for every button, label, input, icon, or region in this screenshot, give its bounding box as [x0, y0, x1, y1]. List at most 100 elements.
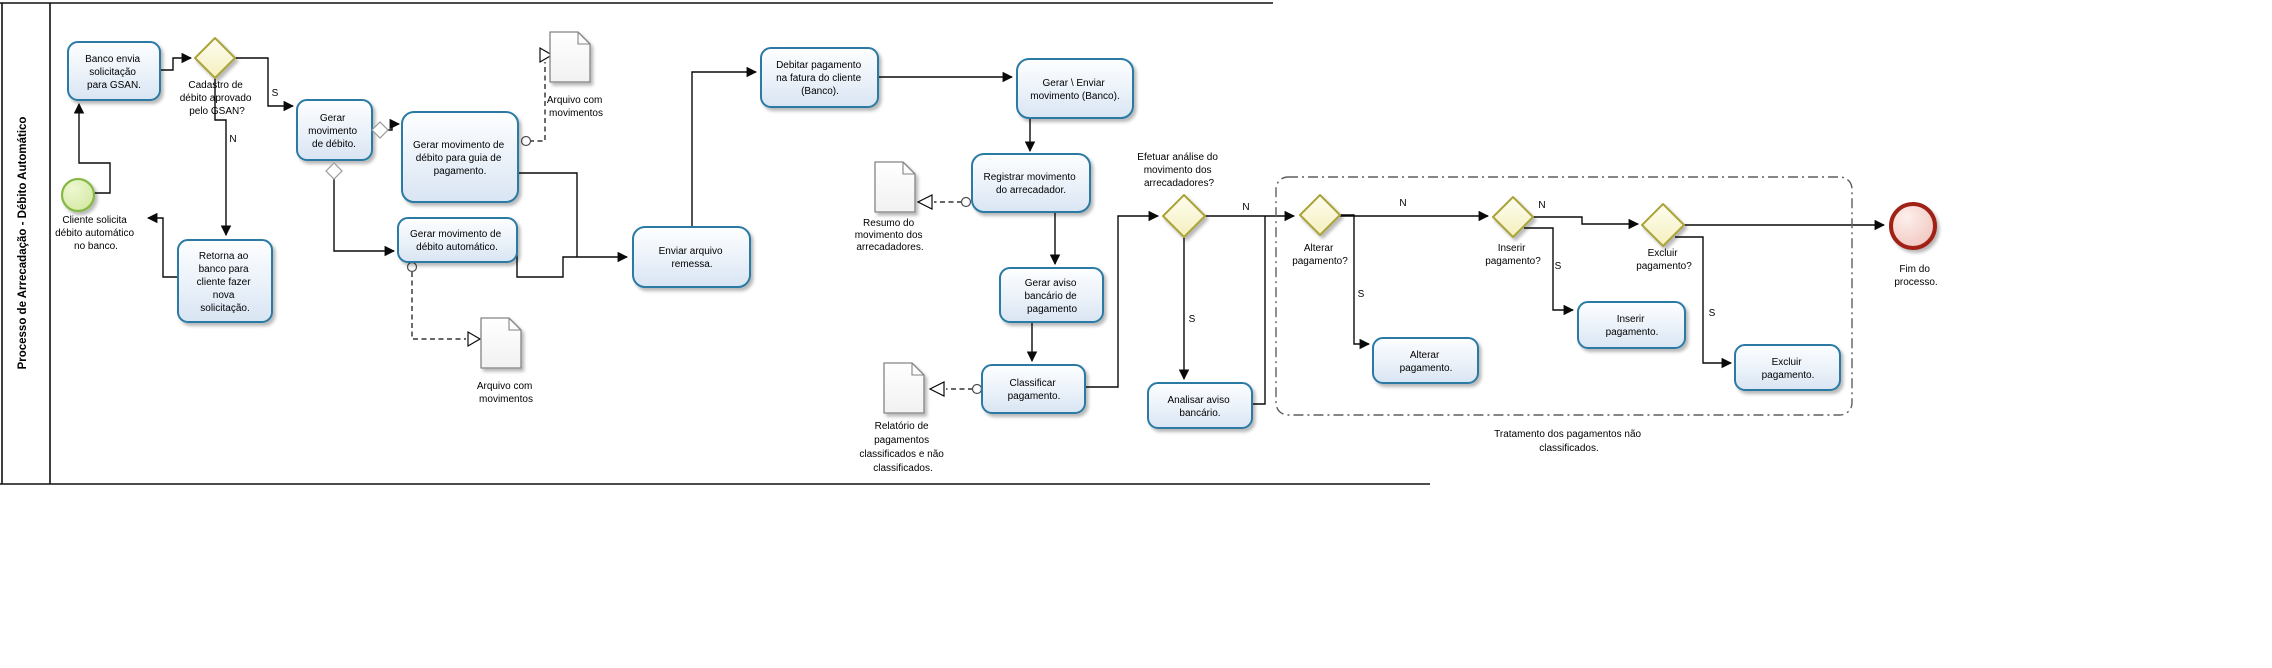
data-object-label-line: classificados.: [873, 463, 932, 474]
data-object-arquivo-bottom: Arquivo com movimentos: [477, 317, 533, 405]
task-registrar: Registrar movimento do arrecadador.: [971, 153, 1091, 213]
start-event-label-line: débito automático: [55, 228, 134, 239]
task-shape: [632, 226, 751, 288]
task-label: Retorna ao banco para cliente fazer nova…: [197, 251, 254, 314]
data-object-relatorio: Relatório de pagamentos classificados e …: [859, 362, 946, 474]
task-label-line: Gerar movimento de: [413, 140, 505, 151]
task-label-line: solicitação.: [200, 303, 249, 314]
document-icon: [480, 317, 522, 369]
task-label: Gerar aviso bancário de pagamento: [1024, 278, 1079, 315]
gateway-label-line: débito aprovado: [180, 93, 252, 104]
task-banco-envia: Banco envia solicitação para GSAN.: [67, 41, 161, 101]
task-label-line: movimento (Banco).: [1030, 91, 1119, 102]
gateway-label: Alterar pagamento?: [1292, 243, 1348, 267]
pool: Processo de Arrecadação - Débito Automát…: [0, 2, 1430, 485]
branch-label-s: S: [272, 88, 279, 99]
task-classificar: Classificar pagamento.: [981, 364, 1086, 414]
gateway-label-line: Efetuar análise do: [1137, 152, 1218, 163]
task-shape: [981, 364, 1086, 414]
gateway-inserir: Inserir pagamento? N S: [1485, 196, 1562, 272]
task-label-line: pagamento.: [1606, 327, 1659, 338]
gateway-alterar: Alterar pagamento? N S: [1292, 194, 1407, 300]
gateway-label-line: Excluir: [1648, 248, 1679, 259]
task-shape: [1734, 344, 1841, 391]
document-fold-icon: [577, 32, 590, 45]
gateway-label-line: pagamento?: [1292, 256, 1348, 267]
task-label-line: banco para: [199, 264, 249, 275]
task-label: Gerar movimento de débito para guia de p…: [413, 140, 507, 177]
end-event-label-line: Fim do: [1899, 264, 1930, 275]
document-fold-icon: [508, 318, 521, 331]
task-label-line: na fatura do cliente: [776, 73, 861, 84]
task-gerar-enviar: Gerar \ Enviar movimento (Banco).: [1016, 58, 1134, 119]
data-object-label-line: Arquivo com: [547, 95, 603, 106]
flow-gerar-movimento-to-gerar-guia: [388, 118, 401, 131]
task-label: Excluir pagamento.: [1762, 357, 1815, 381]
task-analisar: Analisar aviso bancário.: [1147, 382, 1253, 429]
task-label-line: do arrecadador.: [996, 185, 1066, 196]
gateway-label-line: movimento dos: [1144, 165, 1212, 176]
task-label: Debitar pagamento na fatura do cliente (…: [776, 60, 864, 97]
task-label-line: Alterar: [1410, 350, 1440, 361]
start-event-label: Cliente solicita débito automático no ba…: [55, 215, 137, 252]
document-icon: [874, 161, 916, 213]
task-label-line: bancário de: [1024, 291, 1077, 302]
branch-label-s: S: [1358, 289, 1365, 300]
task-gerar-guia: Gerar movimento de débito para guia de p…: [401, 111, 519, 203]
task-label-line: Registrar movimento: [983, 172, 1076, 183]
flow-inserir-n-to-gateway-excluir: [1533, 216, 1640, 230]
task-label-line: Inserir: [1617, 314, 1645, 325]
association-anchor-icon: [971, 383, 983, 395]
gateway-label-line: Alterar: [1304, 243, 1334, 254]
data-object-label-line: arrecadadores.: [856, 242, 923, 253]
flow-cadastro-n-to-retorna: [214, 78, 232, 237]
association-anchor-icon: [520, 135, 532, 147]
task-enviar-remessa: Enviar arquivo remessa.: [632, 226, 751, 288]
gateway-diamond-icon: [1162, 194, 1206, 238]
task-shape: [397, 217, 518, 263]
task-label: Inserir pagamento.: [1606, 314, 1659, 338]
task-label-line: Banco envia: [85, 54, 140, 65]
flow-excluir-s-to-task-excluir: [1675, 236, 1733, 369]
task-label-line: bancário.: [1179, 408, 1220, 419]
branch-label-n: N: [229, 134, 236, 145]
task-shape: [177, 239, 273, 323]
task-shape: [1372, 337, 1479, 384]
task-label-line: Analisar aviso: [1167, 395, 1230, 406]
task-label-line: débito automático.: [416, 242, 498, 253]
end-event-label: Fim do processo.: [1894, 264, 1937, 288]
task-label: Classificar pagamento.: [1008, 378, 1061, 402]
task-shape: [999, 267, 1104, 323]
task-shape: [1147, 382, 1253, 429]
flow-banco-envia-to-gateway-cadastro: [160, 52, 193, 71]
task-label-line: de débito.: [312, 139, 356, 150]
task-label-line: pagamento.: [1400, 363, 1453, 374]
flow-alterar-s-to-task-alterar: [1340, 214, 1371, 350]
task-gerar-automatico: Gerar movimento de débito automático.: [397, 217, 518, 263]
task-retorna: Retorna ao banco para cliente fazer nova…: [177, 239, 273, 323]
task-inserir: Inserir pagamento.: [1577, 301, 1686, 349]
task-label: Analisar aviso bancário.: [1167, 395, 1232, 419]
data-object-label-line: Resumo do: [863, 218, 915, 229]
data-object-arquivo-top: Arquivo com movimentos: [547, 31, 605, 119]
flow-gerar-automatico-out: [516, 247, 577, 278]
task-label-line: pagamento.: [1762, 370, 1815, 381]
group-tratamento: Tratamento dos pagamentos não classifica…: [1275, 176, 1853, 454]
data-object-label: Relatório de pagamentos classificados e …: [859, 421, 946, 474]
task-label-line: Gerar aviso: [1025, 278, 1077, 289]
data-object-label: Arquivo com movimentos: [547, 95, 605, 119]
gateway-label: Efetuar análise do movimento dos arrecad…: [1137, 152, 1220, 189]
start-event: Cliente solicita débito automático no ba…: [55, 177, 137, 252]
conditional-flow-diamond-icon: [325, 162, 343, 180]
branch-label-n: N: [1538, 200, 1545, 211]
flow-cadastro-s-to-gerar-movimento: [235, 57, 295, 112]
task-label-line: para GSAN.: [87, 80, 141, 91]
association-anchor-icon: [960, 196, 972, 208]
task-label: Registrar movimento do arrecadador.: [983, 172, 1078, 196]
gateway-label-line: pagamento?: [1636, 261, 1692, 272]
gateway-diamond-icon: [1299, 194, 1341, 236]
association-arrowhead-icon: [467, 330, 482, 348]
branch-label-s: S: [1189, 314, 1196, 325]
task-shape: [1577, 301, 1686, 349]
lane-title: Processo de Arrecadação - Débito Automát…: [17, 117, 29, 370]
